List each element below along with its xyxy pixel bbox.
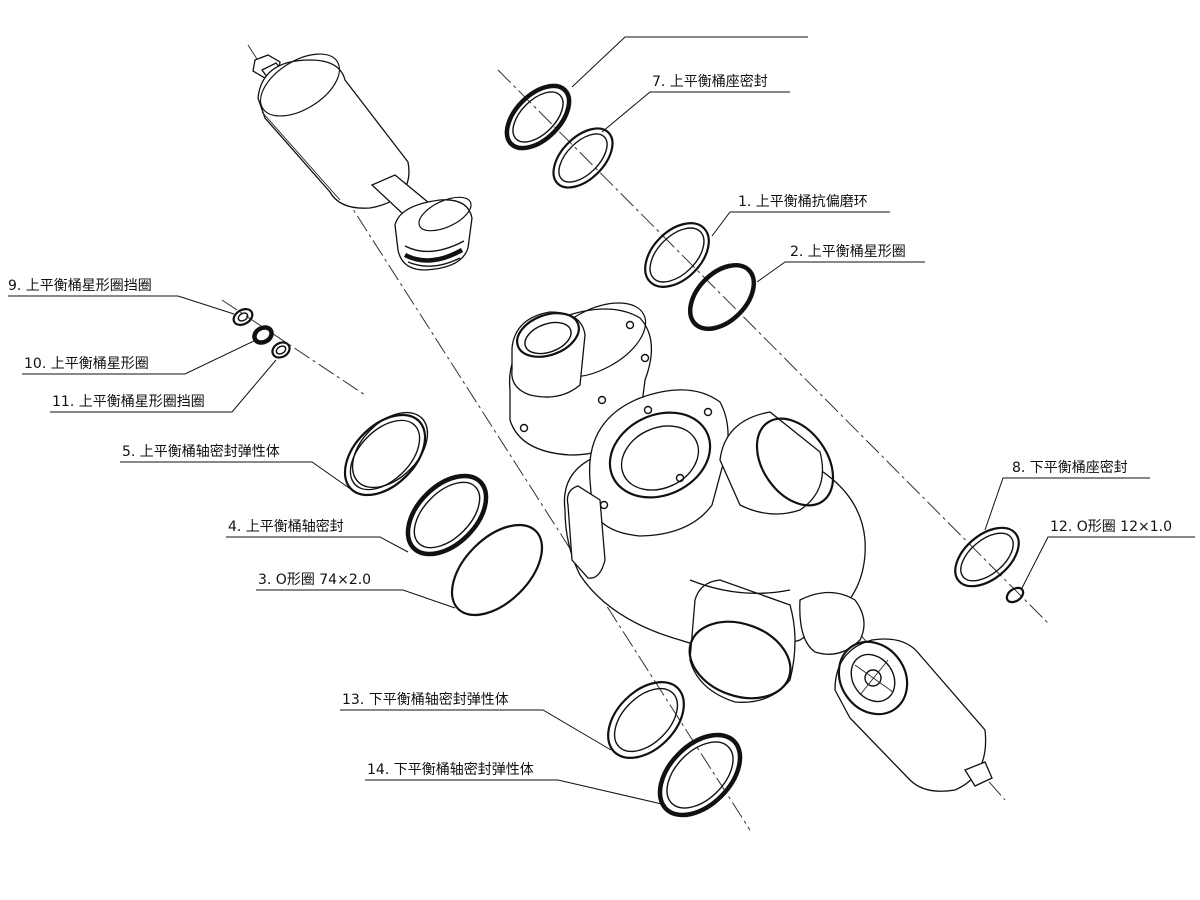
lower-cylinder-spoke (854, 664, 894, 693)
groove-1 (403, 248, 464, 263)
left-stub (566, 485, 606, 579)
lower-cylinder-stub (964, 761, 993, 787)
flange-bolt-hole (640, 353, 650, 363)
o-ring-3 (450, 523, 544, 617)
lower-cylinder-spoke (859, 659, 889, 696)
leader-13 (340, 709, 612, 751)
seat-seal-ring-7 (552, 127, 614, 189)
shaft-seal-elastomer-5 (343, 413, 427, 497)
callout-12: 12. O形圈 12×1.0 (1050, 519, 1172, 535)
anti-wear-ring-1 (644, 222, 710, 288)
lower-balance-barrel (834, 638, 993, 792)
callout-14: 14. 下平衡桶轴密封弹性体 (367, 761, 534, 778)
body-bolt-hole (675, 473, 685, 483)
flange-bolt-hole (597, 395, 607, 405)
leader-7 (601, 91, 790, 133)
leader-11 (50, 359, 277, 413)
leader-4 (226, 536, 409, 553)
right-upper-pipe (719, 411, 824, 515)
callout-13: 13. 下平衡桶轴密封弹性体 (342, 691, 509, 708)
leader-7-upper (571, 36, 808, 88)
body-top-flange (588, 389, 729, 537)
body-bolt-hole (703, 407, 713, 417)
callout-9: 9. 上平衡桶星形圈挡圈 (8, 278, 152, 294)
seat-seal-ring-7-inner (558, 133, 608, 183)
seat-seal-8-inner (960, 532, 1014, 582)
lower-pipe-opening (688, 620, 792, 700)
small-ring-axis (221, 299, 366, 396)
lower-cylinder-center (864, 669, 882, 687)
seal-rings (232, 83, 1025, 818)
leader-5 (120, 461, 353, 491)
lower-shaft-elastomer-13-inner (613, 687, 679, 753)
main-axis-right (497, 69, 1051, 626)
callout-8: 8. 下平衡桶座密封 (1012, 459, 1128, 476)
flange-neck-bore (524, 321, 572, 355)
shaft-seal-4 (405, 473, 489, 557)
groove-3 (407, 257, 461, 267)
lower-pipe (689, 579, 796, 703)
body-seam (689, 579, 791, 595)
flange-bolt-hole (625, 320, 635, 330)
right-upper-pipe-opening (755, 417, 835, 507)
leader-9 (8, 295, 235, 315)
body-top-bore (620, 425, 700, 491)
cylinder-body (257, 59, 410, 209)
shaft-seal-elastomer-5-inner (349, 419, 421, 491)
flange-bolt-hole (519, 423, 529, 433)
leader-8 (984, 477, 1150, 531)
lower-shaft-elastomer-14 (657, 732, 743, 818)
body-top-opening (608, 411, 712, 499)
leader-1 (711, 211, 890, 237)
flange-neck (511, 311, 586, 398)
callout-labels: 7. 上平衡桶座密封 1. 上平衡桶抗偏磨环 2. 上平衡桶星形圈 9. 上平衡… (8, 73, 1172, 778)
lower-cylinder-face (837, 640, 909, 716)
retainer-ring-11-inner (275, 345, 287, 355)
retainer-ring-11 (271, 341, 291, 359)
leader-12 (1021, 536, 1195, 589)
seat-flange (508, 302, 653, 456)
callout-2: 2. 上平衡桶星形圈 (790, 244, 906, 260)
star-ring-10 (252, 325, 274, 345)
callout-3: 3. O形圈 74×2.0 (258, 572, 371, 588)
body-bolt-hole (643, 405, 653, 415)
leader-14 (365, 779, 667, 806)
seat-seal-ring-upper (504, 83, 572, 151)
cylinder-top-face (259, 53, 341, 117)
callout-4: 4. 上平衡桶轴密封 (228, 518, 344, 535)
retainer-ring-9-inner (237, 312, 249, 322)
star-ring-2 (687, 262, 757, 332)
anti-wear-ring-1-inner (649, 227, 705, 283)
leader-2 (756, 261, 925, 283)
shaft-seal-4-inner (413, 481, 481, 549)
callout-5: 5. 上平衡桶轴密封弹性体 (122, 443, 280, 460)
leader-10 (22, 339, 257, 375)
leader-3 (256, 589, 456, 609)
flange-neck-opening (516, 312, 580, 358)
upper-balance-barrel (252, 53, 473, 271)
seat-seal-ring-upper-inner (512, 91, 564, 143)
o-ring-12 (1005, 586, 1025, 604)
lower-right-bulb (799, 591, 865, 655)
lower-cylinder-body (834, 638, 987, 792)
shaft-seal-elastomer-5-lip (351, 411, 429, 489)
seat-seal-8 (954, 526, 1020, 588)
callout-10: 10. 上平衡桶星形圈 (24, 356, 149, 372)
groove-2 (404, 240, 465, 253)
valve-body (563, 389, 866, 703)
retainer-ring-9 (232, 308, 254, 326)
lower-shaft-elastomer-14-inner (666, 741, 734, 809)
callout-11: 11. 上平衡桶星形圈挡圈 (52, 394, 205, 410)
callout-7: 7. 上平衡桶座密封 (652, 73, 768, 90)
cylinder-edge-line (261, 111, 341, 201)
lower-cylinder-hub (850, 653, 896, 703)
leader-lines (8, 36, 1195, 806)
callout-1: 1. 上平衡桶抗偏磨环 (738, 194, 868, 210)
grooved-end-face (418, 196, 472, 232)
lower-shaft-elastomer-13 (607, 681, 685, 759)
